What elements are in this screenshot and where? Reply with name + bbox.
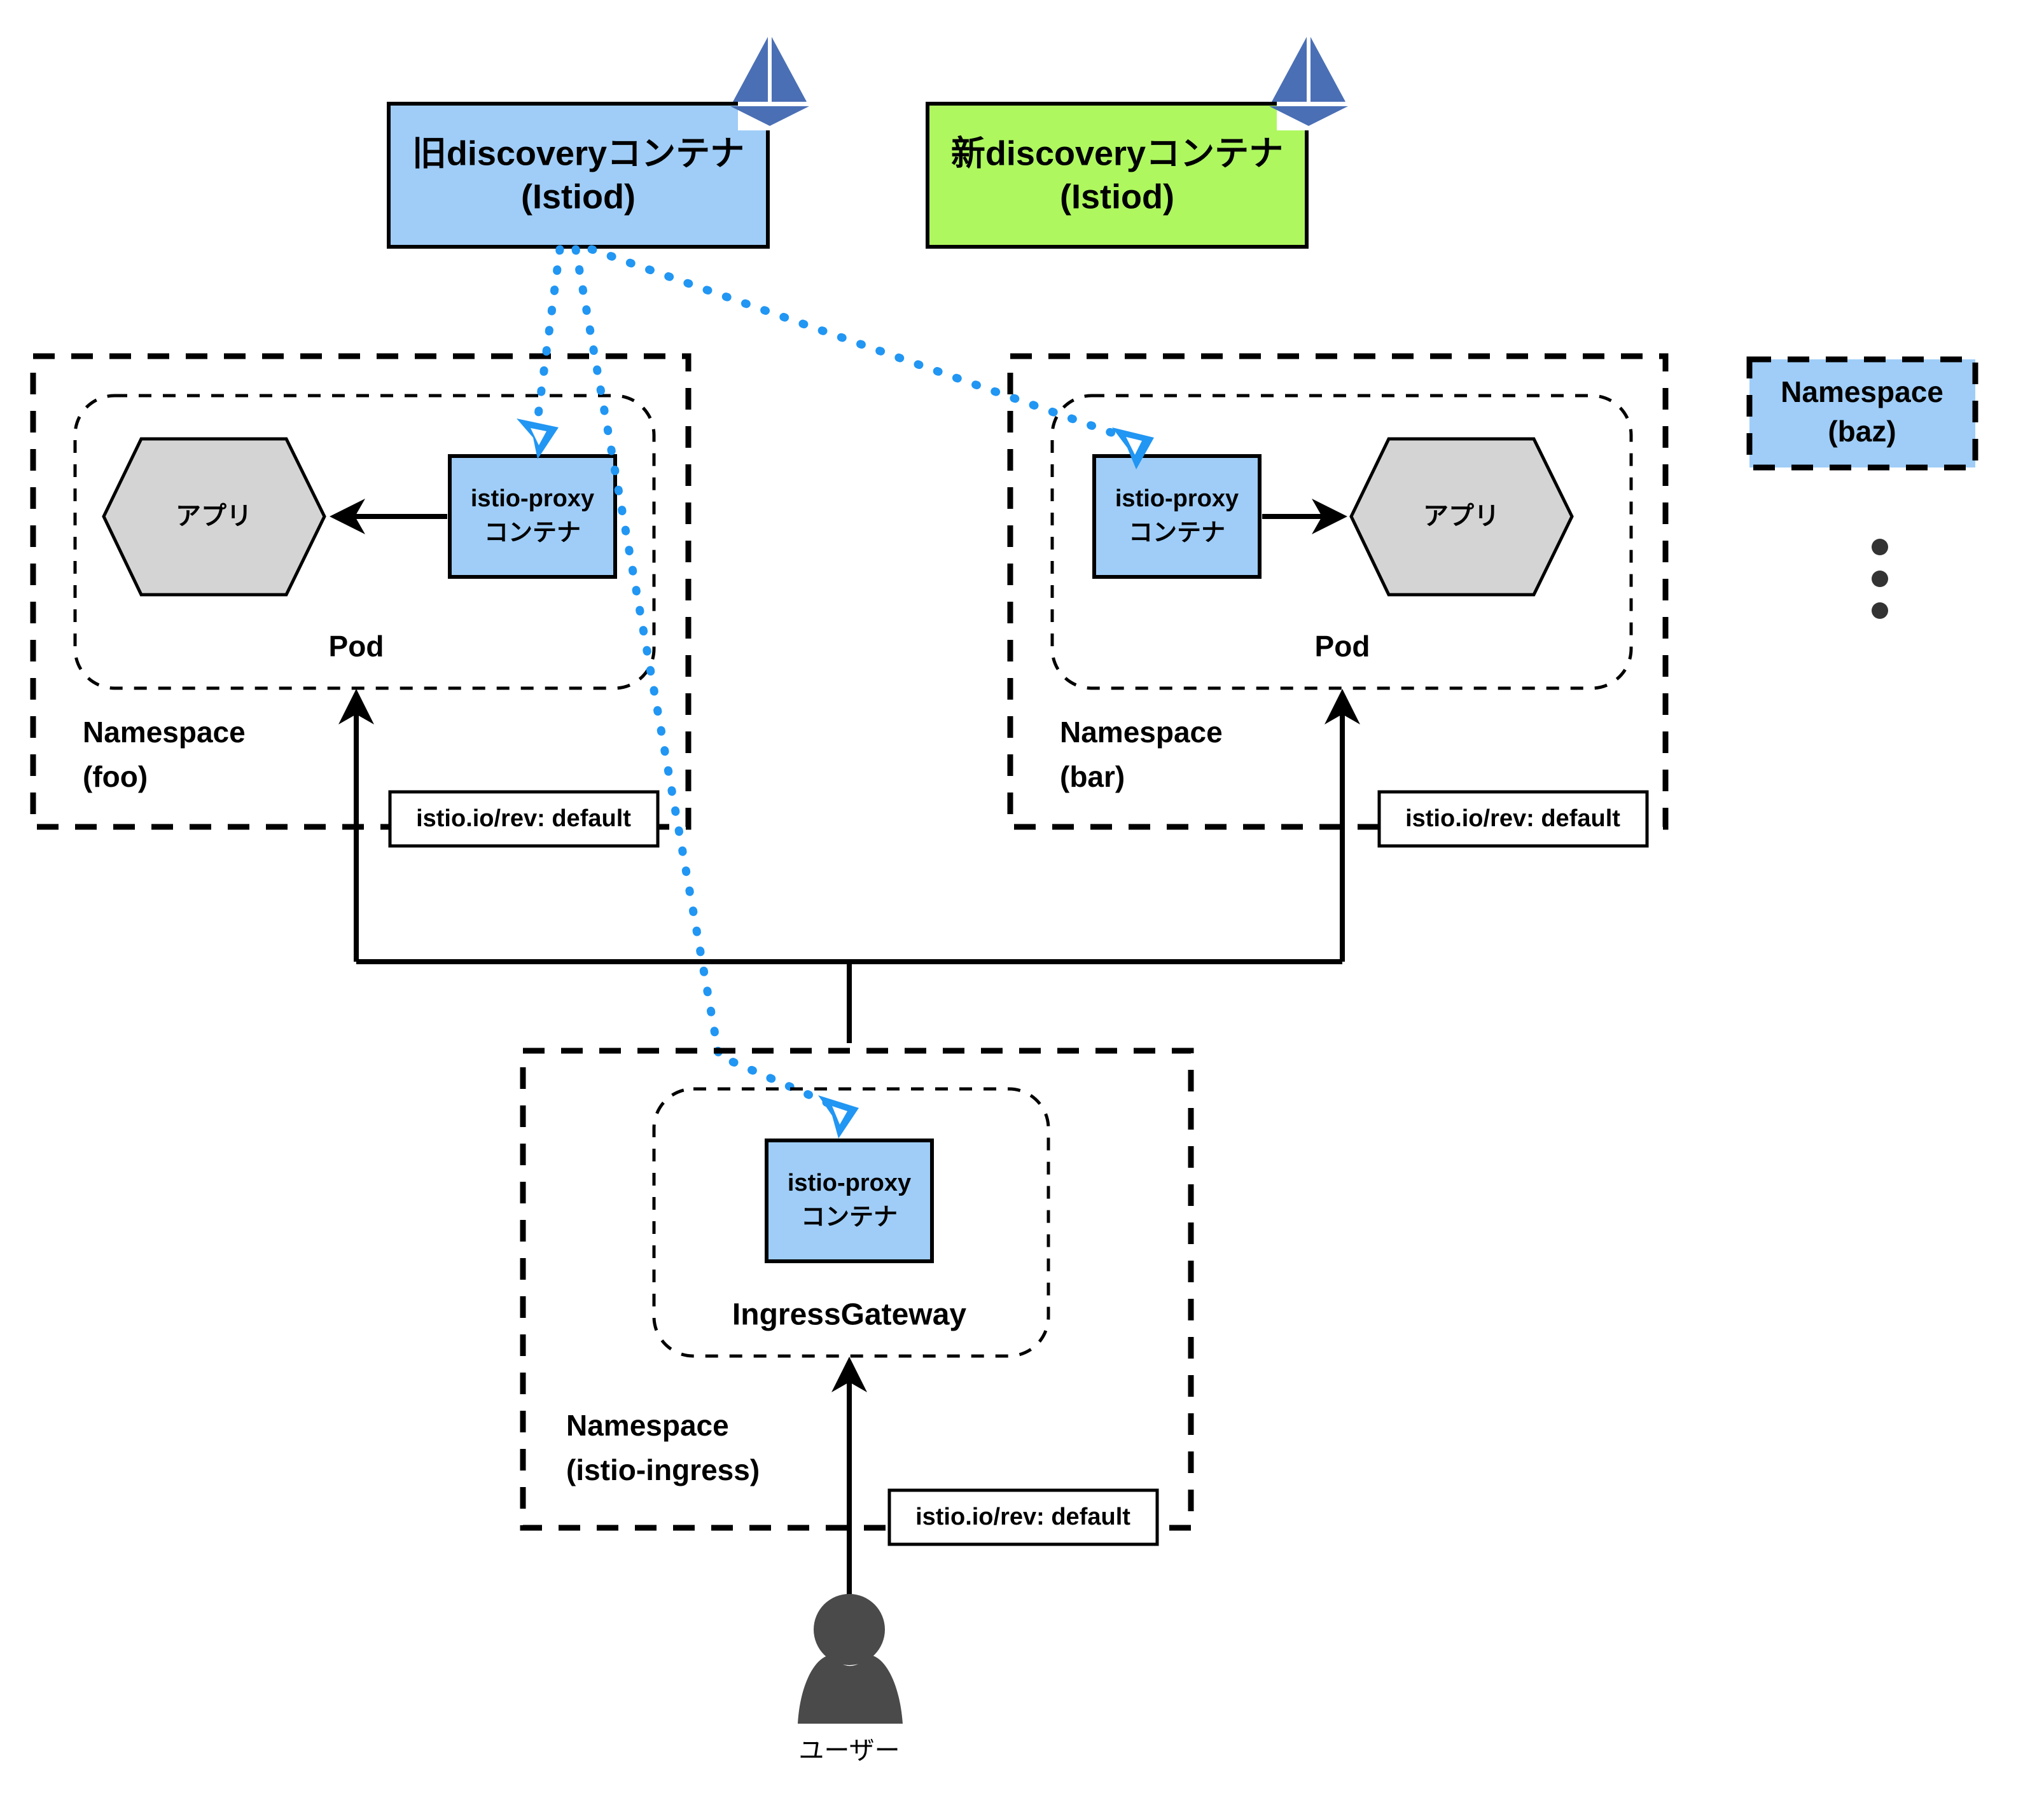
istio-sail-logo-icon <box>1269 37 1348 130</box>
person-icon-head <box>814 1594 885 1665</box>
config-push-arrowhead-gateway-inner <box>832 1106 847 1125</box>
namespace-foo-label-line1: Namespace <box>83 716 246 749</box>
old-istiod-label-line1: 旧discoveryコンテナ <box>412 134 744 172</box>
revision-label-box-foo[interactable] <box>388 790 660 848</box>
person-icon-body <box>798 1654 903 1724</box>
revision-label-foo: istio.io/rev: default <box>416 805 631 832</box>
namespace-foo[interactable]: アプリ istio-proxy コンテナ Pod Namespace (foo)… <box>30 353 692 848</box>
pod-foo-border <box>73 394 656 690</box>
user-label: ユーザー <box>798 1737 900 1765</box>
namespace-bar-label-line2: (bar) <box>1060 760 1125 793</box>
namespace-baz-label-line2: (baz) <box>1828 415 1896 448</box>
new-istiod-label-line1: 新discoveryコンテナ <box>951 134 1283 172</box>
namespace-istio-ingress[interactable]: istio-proxy コンテナ IngressGateway Namespac… <box>520 1048 1194 1546</box>
app-hexagon-bar[interactable] <box>1349 437 1574 597</box>
istio-proxy-bar-label-line2: コンテナ <box>1129 520 1225 546</box>
config-push-arrowhead-bar-inner <box>1126 437 1142 455</box>
istio-proxy-foo-label-line1: istio-proxy <box>471 485 594 512</box>
namespace-baz[interactable]: Namespace (baz) <box>1746 356 1978 471</box>
istio-proxy-box-foo[interactable] <box>448 454 617 579</box>
istio-proxy-box-gateway[interactable] <box>765 1139 934 1263</box>
istio-sail-logo-icon <box>730 37 809 130</box>
namespace-bar-border <box>1007 353 1669 830</box>
ellipsis-indicator <box>1872 539 1888 619</box>
old-istiod-label-line2: (Istiod) <box>521 177 636 216</box>
user-actor[interactable]: ユーザー <box>798 1594 903 1765</box>
pod-foo-label: Pod <box>329 630 384 663</box>
new-istiod-label-line2: (Istiod) <box>1060 177 1174 216</box>
app-hexagon-foo[interactable] <box>102 437 326 597</box>
ellipsis-dot <box>1872 602 1888 619</box>
istio-proxy-gateway-label-line2: コンテナ <box>801 1204 898 1231</box>
namespace-foo-label-line2: (foo) <box>83 760 148 793</box>
new-istiod-box[interactable] <box>926 102 1309 249</box>
namespace-bar[interactable]: istio-proxy コンテナ アプリ Pod Namespace (bar)… <box>1007 353 1669 848</box>
namespace-ingress-label-line1: Namespace <box>566 1409 729 1442</box>
config-push-lines <box>517 245 1154 1139</box>
config-push-to-proxy-foo <box>533 245 564 424</box>
pod-bar-border <box>1050 394 1633 690</box>
ellipsis-dot <box>1872 539 1888 555</box>
istio-proxy-box-bar[interactable] <box>1092 454 1262 579</box>
pod-bar-label: Pod <box>1315 630 1370 663</box>
istio-proxy-foo-label-line2: コンテナ <box>484 520 581 546</box>
revision-label-ingress: istio.io/rev: default <box>915 1504 1130 1530</box>
config-push-to-proxy-bar <box>587 245 1134 443</box>
revision-label-bar: istio.io/rev: default <box>1405 805 1620 832</box>
old-istiod-box[interactable] <box>387 102 770 249</box>
app-hexagon-bar-label: アプリ <box>1423 502 1499 530</box>
istio-proxy-bar-label-line1: istio-proxy <box>1115 485 1239 512</box>
namespace-baz-label-line1: Namespace <box>1781 375 1943 408</box>
config-push-to-gateway <box>571 245 838 1110</box>
namespace-ingress-label-line2: (istio-ingress) <box>566 1453 760 1486</box>
ellipsis-dot <box>1872 571 1888 587</box>
gateway-pod-border <box>652 1087 1050 1358</box>
revision-label-box-ingress[interactable] <box>887 1488 1159 1546</box>
app-hexagon-foo-label: アプリ <box>176 502 252 530</box>
new-istiod-node[interactable]: 新discoveryコンテナ (Istiod) <box>926 37 1348 249</box>
traffic-flow-bus <box>338 689 1360 1043</box>
istio-proxy-gateway-label-line1: istio-proxy <box>788 1170 911 1196</box>
namespace-baz-box[interactable] <box>1746 356 1978 471</box>
revision-label-box-bar[interactable] <box>1377 790 1649 848</box>
config-push-arrowhead-foo-inner <box>531 428 546 445</box>
old-istiod-node[interactable]: 旧discoveryコンテナ (Istiod) <box>387 37 809 249</box>
namespace-bar-label-line1: Namespace <box>1060 716 1223 749</box>
ingress-gateway-label: IngressGateway <box>732 1298 966 1332</box>
namespace-foo-border <box>30 353 692 830</box>
